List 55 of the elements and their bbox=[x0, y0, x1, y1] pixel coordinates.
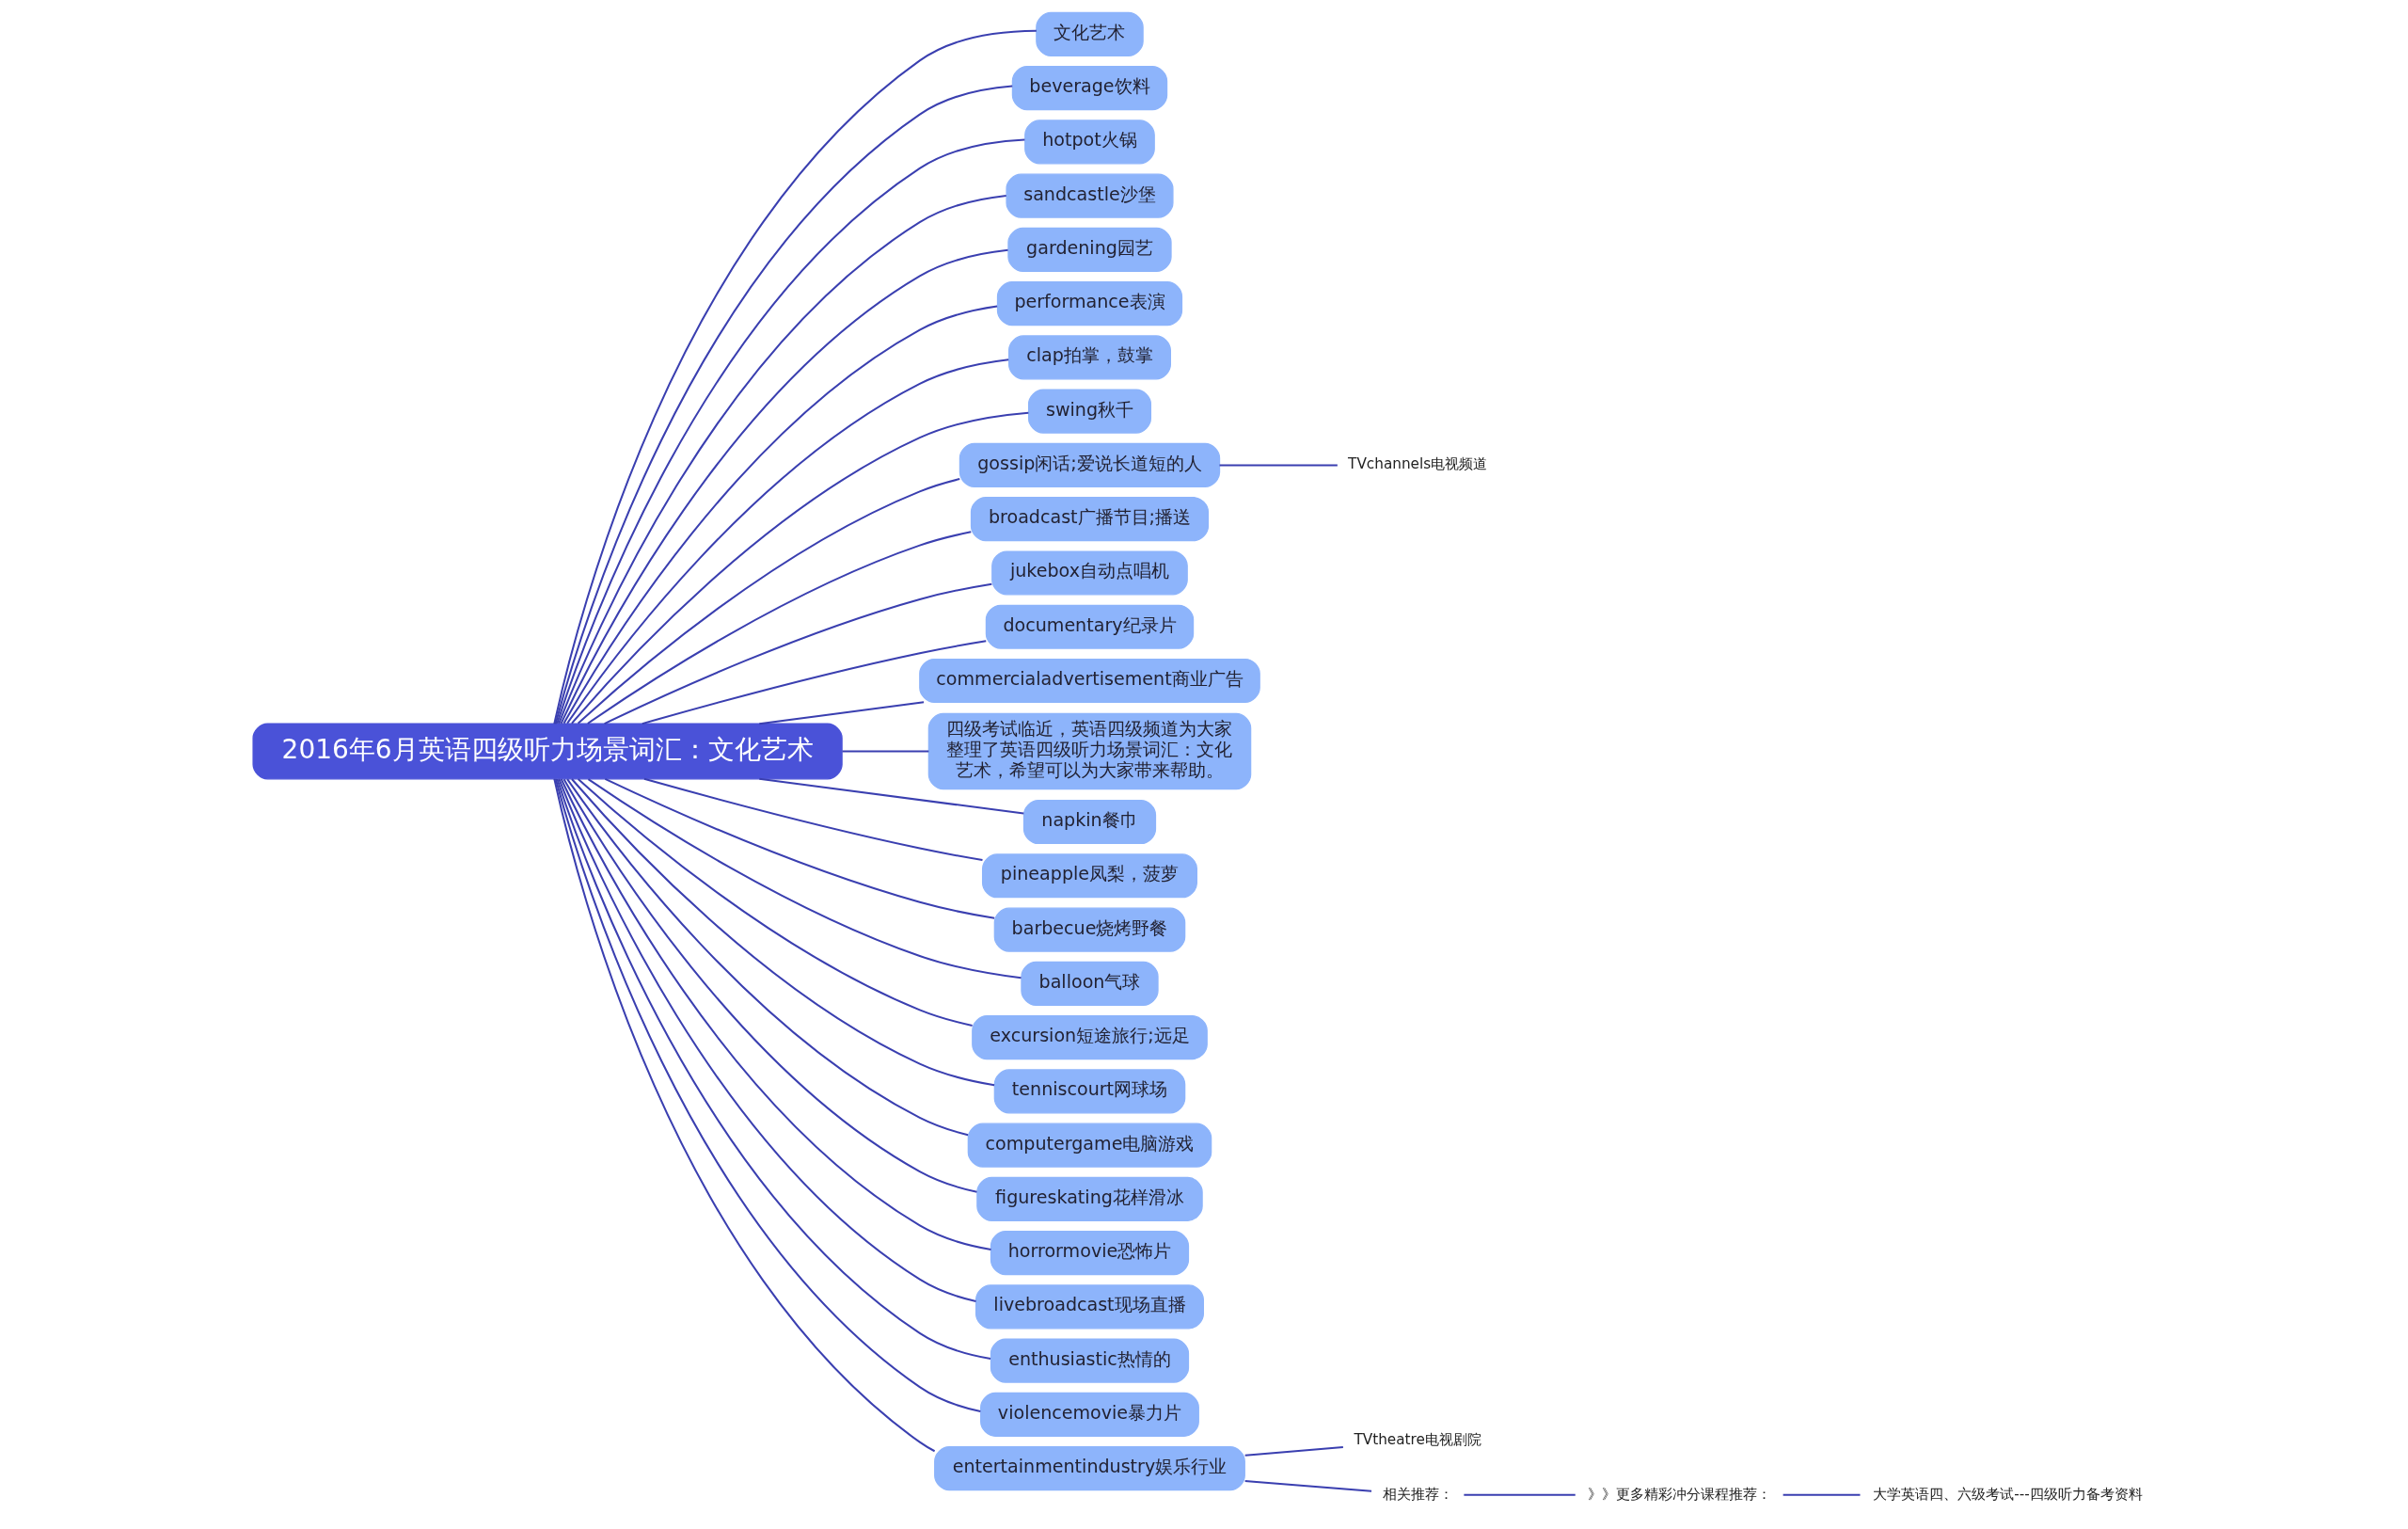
connector bbox=[842, 750, 929, 753]
node-box: swing秋千 bbox=[1027, 389, 1151, 434]
connector bbox=[604, 777, 995, 919]
node-box: beverage饮料 bbox=[1011, 66, 1168, 111]
connector bbox=[1219, 464, 1338, 467]
node-box: performance表演 bbox=[996, 281, 1183, 327]
connector bbox=[759, 777, 1024, 815]
node-text: 》》更多精彩冲分课程推荐： bbox=[1587, 1485, 1771, 1503]
node-text: TVchannels电视频道 bbox=[1348, 455, 1488, 473]
connector bbox=[577, 478, 960, 725]
connector bbox=[643, 777, 983, 862]
node-box: clap拍掌，鼓掌 bbox=[1007, 335, 1171, 380]
node-box: documentary纪录片 bbox=[985, 604, 1195, 649]
node-box: balloon气球 bbox=[1021, 961, 1159, 1006]
connector bbox=[642, 640, 987, 725]
node-box: entertainmentindustry娱乐行业 bbox=[934, 1446, 1245, 1491]
connector bbox=[566, 778, 969, 1137]
node-box: barbecue烧烤野餐 bbox=[993, 907, 1186, 952]
connector bbox=[571, 411, 1029, 725]
node-box: broadcast广播节目;播送 bbox=[970, 497, 1210, 542]
node-box: livebroadcast现场直播 bbox=[974, 1284, 1204, 1330]
node-box: figureskating花样滑冰 bbox=[976, 1176, 1203, 1221]
node-box: hotpot火锅 bbox=[1024, 119, 1155, 165]
node-text: TVtheatre电视剧院 bbox=[1354, 1431, 1481, 1449]
node-box: napkin餐巾 bbox=[1022, 800, 1157, 845]
node-box: horrormovie恐怖片 bbox=[990, 1231, 1190, 1276]
connector bbox=[566, 358, 1009, 725]
connector bbox=[759, 701, 925, 725]
node-text: 相关推荐： bbox=[1382, 1485, 1453, 1503]
node-box: 2016年6月英语四级听力场景词汇：文化艺术 bbox=[252, 723, 843, 780]
node-box: gardening园艺 bbox=[1007, 227, 1172, 272]
connector bbox=[587, 531, 972, 725]
node-box: excursion短途旅行;远足 bbox=[972, 1015, 1208, 1060]
node-box: jukebox自动点唱机 bbox=[991, 550, 1188, 596]
node-box: 四级考试临近，英语四级频道为大家整理了英语四级听力场景词汇：文化艺术，希望可以为大家带来帮助。 bbox=[927, 712, 1252, 790]
node-box: tenniscourt网球场 bbox=[993, 1069, 1186, 1114]
connector bbox=[562, 778, 977, 1193]
connector bbox=[578, 778, 973, 1027]
connector bbox=[553, 778, 936, 1453]
connector bbox=[604, 582, 992, 725]
connector bbox=[1244, 1445, 1343, 1457]
connector bbox=[587, 778, 1022, 980]
node-box: pineapple凤梨，菠萝 bbox=[981, 853, 1197, 899]
node-box: computergame电脑游戏 bbox=[967, 1123, 1212, 1168]
node-box: 文化艺术 bbox=[1036, 11, 1144, 56]
connector bbox=[571, 778, 995, 1087]
node-box: commercialadvertisement商业广告 bbox=[919, 658, 1260, 703]
node-box: sandcastle沙堡 bbox=[1006, 173, 1174, 218]
node-box: enthusiastic热情的 bbox=[990, 1338, 1190, 1383]
connector bbox=[1464, 1493, 1576, 1496]
node-text: 大学英语四、六级考试---四级听力备考资料 bbox=[1873, 1485, 2143, 1503]
node-box: violencemovie暴力片 bbox=[980, 1392, 1199, 1437]
node-box: gossip闲话;爱说长道短的人 bbox=[958, 442, 1221, 487]
connector bbox=[1244, 1479, 1372, 1492]
connector bbox=[1782, 1493, 1861, 1496]
